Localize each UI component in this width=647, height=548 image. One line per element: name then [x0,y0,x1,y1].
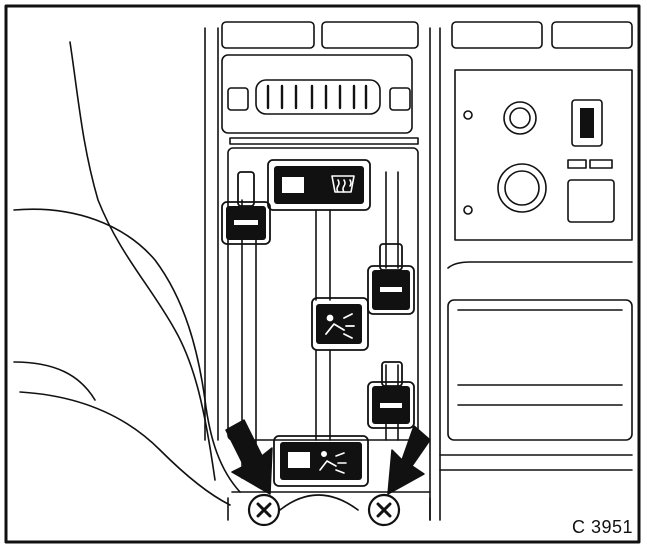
lower-trim [227,491,431,521]
left-screw [247,493,281,527]
figure-code: C 3951 [571,517,633,537]
center-console [204,21,441,521]
rear-window-defrost-icon [331,175,355,193]
right-arrow [387,425,431,495]
air-flow-icon [319,450,347,474]
right-screw [367,493,401,527]
dashboard-switch-panel [439,21,633,471]
temperature-slider-knob[interactable] [221,171,271,245]
air-flow-icon [325,313,355,339]
screw-icon [376,502,392,518]
rear-defrost-indicator [267,159,371,211]
air-distribution-slider-knob[interactable] [311,297,369,351]
recirculation-slider-knob[interactable] [367,361,415,429]
fan-slider-knob[interactable] [367,243,415,315]
bottom-control-indicator [273,435,369,487]
dashboard-trim-left [13,41,241,506]
screw-icon [256,502,272,518]
center-air-vent [227,79,411,115]
left-arrow [225,419,273,495]
figure-border [4,4,641,544]
